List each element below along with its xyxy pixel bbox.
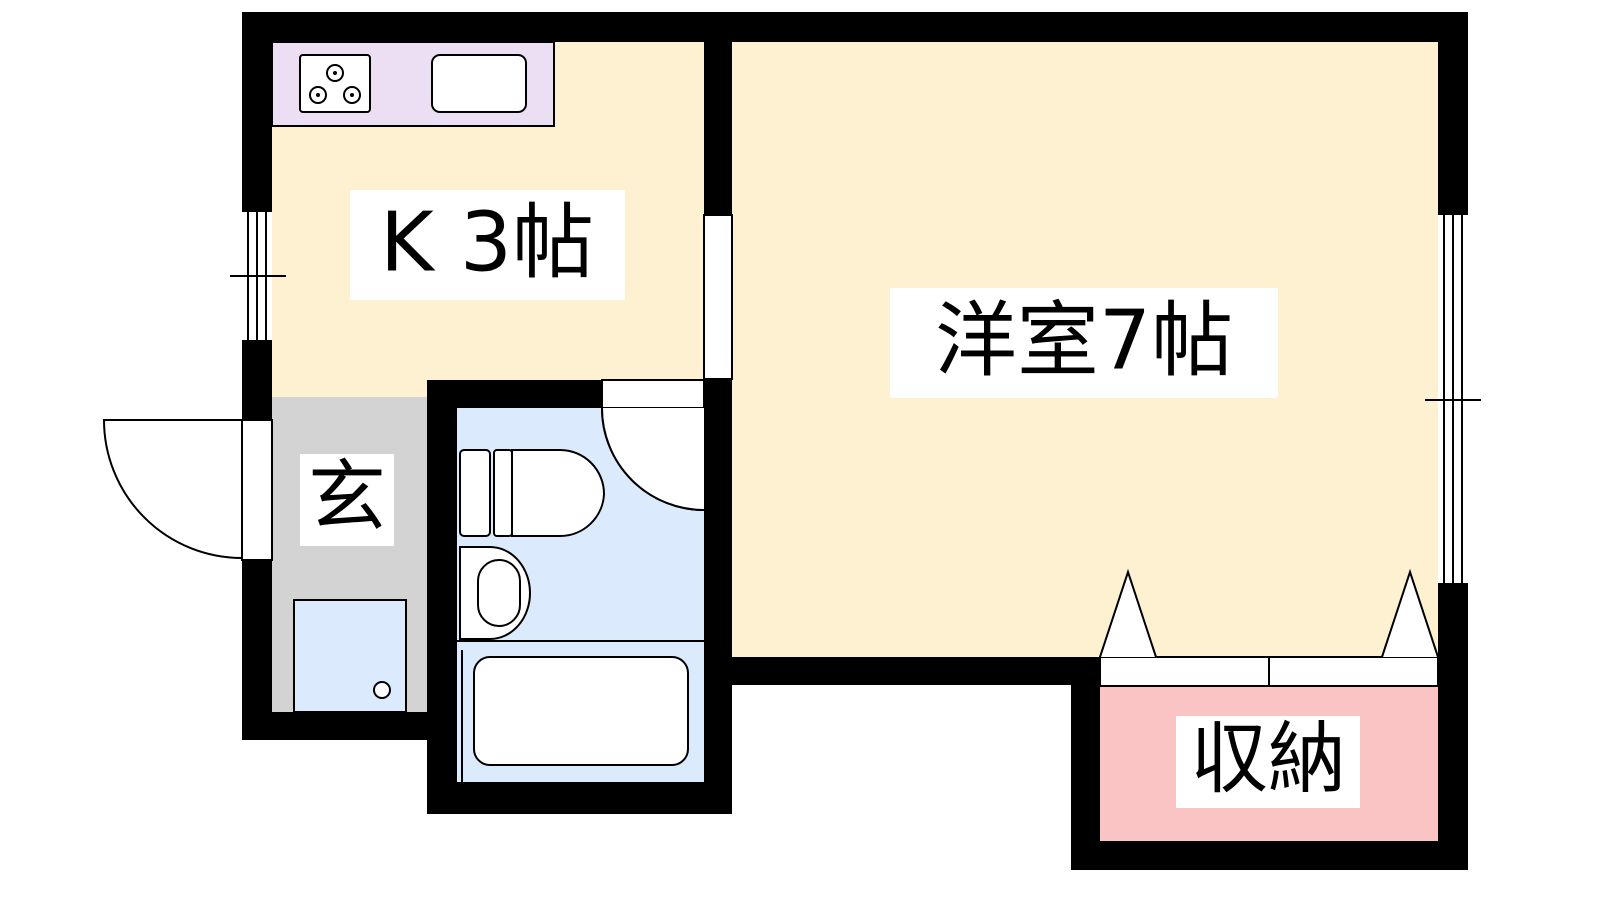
door-swing-icon bbox=[102, 419, 243, 559]
bathtub-icon bbox=[461, 650, 689, 782]
shoe-cabinet-icon bbox=[293, 599, 407, 713]
stove-icon bbox=[299, 54, 371, 113]
sink-icon bbox=[431, 54, 527, 113]
kitchen-label-bg bbox=[350, 190, 625, 300]
kitchen-label: K 3帖 bbox=[380, 195, 594, 290]
closet-door-icon bbox=[1381, 568, 1439, 658]
opening-bathroom-top bbox=[601, 379, 705, 409]
window-kitchen-left bbox=[230, 212, 286, 340]
toilet-icon bbox=[459, 449, 606, 538]
washbasin-icon bbox=[459, 546, 532, 640]
entrance-door-opening bbox=[241, 419, 273, 561]
window-western-right bbox=[1425, 215, 1481, 583]
storage-label-bg bbox=[1176, 716, 1360, 808]
storage-label: 収納 bbox=[1190, 714, 1346, 804]
opening-kitchen-western bbox=[703, 214, 733, 380]
closet-door-icon bbox=[1099, 568, 1157, 658]
entrance-label-bg bbox=[300, 454, 394, 546]
western-room-label: 洋室7帖 bbox=[935, 293, 1233, 388]
western-label-bg bbox=[890, 288, 1278, 398]
entrance-label: 玄 bbox=[308, 452, 386, 542]
